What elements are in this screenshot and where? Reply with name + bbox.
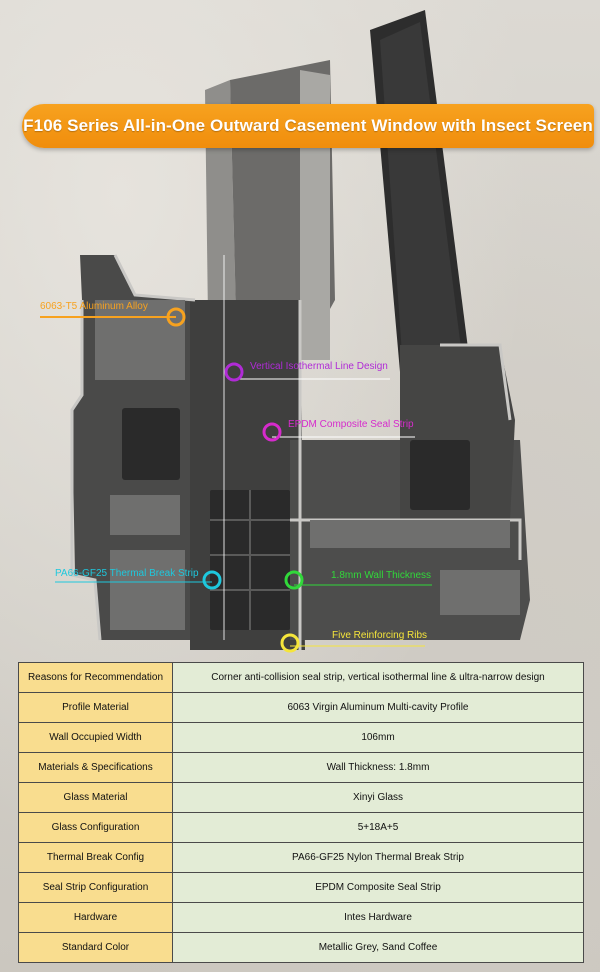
spec-value: 106mm — [172, 722, 584, 753]
table-row: Materials & Specifications Wall Thicknes… — [18, 752, 584, 783]
spec-value: Corner anti-collision seal strip, vertic… — [172, 662, 584, 693]
callout-isothermal: Vertical Isothermal Line Design — [250, 361, 388, 372]
spec-value: Wall Thickness: 1.8mm — [172, 752, 584, 783]
spec-key: Wall Occupied Width — [18, 722, 173, 753]
spec-value: EPDM Composite Seal Strip — [172, 872, 584, 903]
spec-value: Metallic Grey, Sand Coffee — [172, 932, 584, 963]
isothermal-marker-icon — [224, 362, 244, 382]
table-row: Glass Configuration 5+18A+5 — [18, 812, 584, 843]
spec-value: 6063 Virgin Aluminum Multi-cavity Profil… — [172, 692, 584, 723]
wall-marker-icon — [284, 570, 304, 590]
spec-key: Standard Color — [18, 932, 173, 963]
ribs-marker-icon — [280, 633, 300, 653]
table-row: Wall Occupied Width 106mm — [18, 722, 584, 753]
spec-key: Glass Configuration — [18, 812, 173, 843]
callout-markers — [40, 307, 432, 653]
table-row: Seal Strip Configuration EPDM Composite … — [18, 872, 584, 903]
spec-key: Reasons for Recommendation — [18, 662, 173, 693]
table-row: Thermal Break Config PA66-GF25 Nylon The… — [18, 842, 584, 873]
spec-key: Hardware — [18, 902, 173, 933]
spec-value: Xinyi Glass — [172, 782, 584, 813]
spec-value: 5+18A+5 — [172, 812, 584, 843]
spec-value: PA66-GF25 Nylon Thermal Break Strip — [172, 842, 584, 873]
callout-thermal-break: PA66-GF25 Thermal Break Strip — [55, 568, 199, 579]
spec-table: Reasons for Recommendation Corner anti-c… — [18, 662, 584, 963]
callout-aluminum: 6063-T5 Aluminum Alloy — [40, 301, 148, 312]
table-row: Hardware Intes Hardware — [18, 902, 584, 933]
spec-key: Materials & Specifications — [18, 752, 173, 783]
spec-key: Thermal Break Config — [18, 842, 173, 873]
spec-value: Intes Hardware — [172, 902, 584, 933]
table-row: Glass Material Xinyi Glass — [18, 782, 584, 813]
spec-key: Glass Material — [18, 782, 173, 813]
spec-key: Seal Strip Configuration — [18, 872, 173, 903]
page-title: F106 Series All-in-One Outward Casement … — [22, 104, 594, 148]
table-row: Standard Color Metallic Grey, Sand Coffe… — [18, 932, 584, 963]
callout-ribs: Five Reinforcing Ribs — [332, 630, 428, 641]
callout-wall: 1.8mm Wall Thickness — [331, 570, 432, 581]
thermal-break-marker-icon — [202, 570, 222, 590]
spec-key: Profile Material — [18, 692, 173, 723]
table-row: Reasons for Recommendation Corner anti-c… — [18, 662, 584, 693]
table-row: Profile Material 6063 Virgin Aluminum Mu… — [18, 692, 584, 723]
callout-seal: EPDM Composite Seal Strip — [288, 419, 414, 430]
aluminum-marker-icon — [166, 307, 186, 327]
seal-marker-icon — [262, 422, 282, 442]
